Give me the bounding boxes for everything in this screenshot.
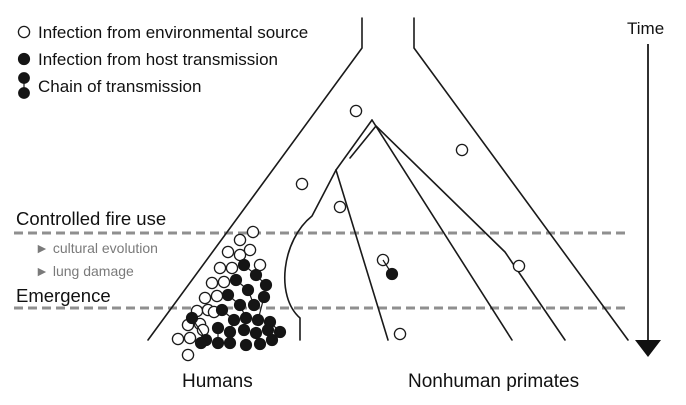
host-transmission-markers — [185, 258, 399, 352]
phylogeny-tree — [147, 17, 629, 341]
environmental-infection-dot — [393, 327, 407, 341]
host-transmission-dot — [251, 313, 265, 327]
environmental-infection-dot — [198, 291, 212, 305]
primate-branch-stem — [335, 119, 373, 171]
legend-environmental-label: Infection from environmental source — [38, 23, 308, 42]
host-transmission-dot — [223, 336, 237, 350]
host-transmission-dot — [265, 333, 279, 347]
legend-chain-label: Chain of transmission — [38, 77, 201, 96]
controlled-fire-use-label: Controlled fire use — [16, 208, 166, 229]
host-transmission-dot — [185, 311, 199, 325]
legend-chain-icon — [18, 72, 30, 99]
environmental-infection-dot — [225, 261, 239, 275]
host-transmission-dot — [273, 325, 287, 339]
environmental-infection-dot — [349, 104, 363, 118]
host-transmission-dot — [241, 283, 255, 297]
environmental-infection-dot — [295, 177, 309, 191]
humans-label: Humans — [182, 371, 253, 392]
host-transmission-dot — [211, 336, 225, 350]
environmental-infection-dot — [205, 276, 219, 290]
host-transmission-dot — [233, 298, 247, 312]
host-transmission-dot — [223, 325, 237, 339]
environmental-infection-dot — [233, 233, 247, 247]
time-arrow-icon — [635, 340, 661, 357]
host-transmission-dot — [239, 338, 253, 352]
environmental-infection-dot — [246, 225, 260, 239]
legend: Infection from environmental source Infe… — [17, 23, 308, 99]
host-transmission-dot — [215, 303, 229, 317]
notes: ►cultural evolution ►lung damage — [35, 240, 158, 279]
emergence-label: Emergence — [16, 285, 111, 306]
host-transmission-dot — [257, 290, 271, 304]
time-label: Time — [627, 19, 664, 38]
environmental-infection-dot — [243, 243, 257, 257]
note-cultural-evolution: ►cultural evolution — [35, 240, 158, 256]
note-lung-damage: ►lung damage — [35, 263, 134, 279]
host-transmission-dot — [237, 258, 251, 272]
environmental-infection-dot — [217, 275, 231, 289]
host-transmission-dot — [385, 267, 399, 281]
environmental-infection-dot — [183, 331, 197, 345]
environmental-infection-dot — [210, 289, 224, 303]
host-transmission-dot — [227, 313, 241, 327]
environmental-infection-dot — [171, 332, 185, 346]
host-transmission-dot — [253, 337, 267, 351]
host-transmission-dot — [239, 311, 253, 325]
environmental-infection-dot — [333, 200, 347, 214]
time-axis: Time — [627, 19, 664, 357]
environmental-infection-dot — [455, 143, 469, 157]
host-transmission-dot — [229, 273, 243, 287]
host-transmission-dot — [237, 323, 251, 337]
environmental-infection-dot — [221, 245, 235, 259]
environmental-infection-dot — [181, 348, 195, 362]
outer-right-branch — [413, 17, 629, 341]
outer-left-branch — [147, 17, 363, 341]
host-transmission-dot — [194, 336, 208, 350]
primate-branch-a — [335, 169, 389, 341]
legend-open-circle-icon — [17, 25, 31, 39]
host-transmission-dot — [221, 288, 235, 302]
legend-filled-circle-icon — [17, 52, 31, 66]
primate-branch-b — [371, 119, 513, 341]
environmental-infection-dot — [512, 259, 526, 273]
host-transmission-dot — [249, 268, 263, 282]
host-transmission-dot — [249, 326, 263, 340]
host-transmission-dot — [259, 278, 273, 292]
primate-branch-c — [349, 125, 566, 341]
nonhuman-primates-label: Nonhuman primates — [408, 371, 579, 392]
host-transmission-dot — [211, 321, 225, 335]
environmental-infection-dot — [213, 261, 227, 275]
legend-host-label: Infection from host transmission — [38, 50, 278, 69]
host-transmission-dot — [247, 298, 261, 312]
human-clade-inner-edge — [283, 169, 337, 341]
